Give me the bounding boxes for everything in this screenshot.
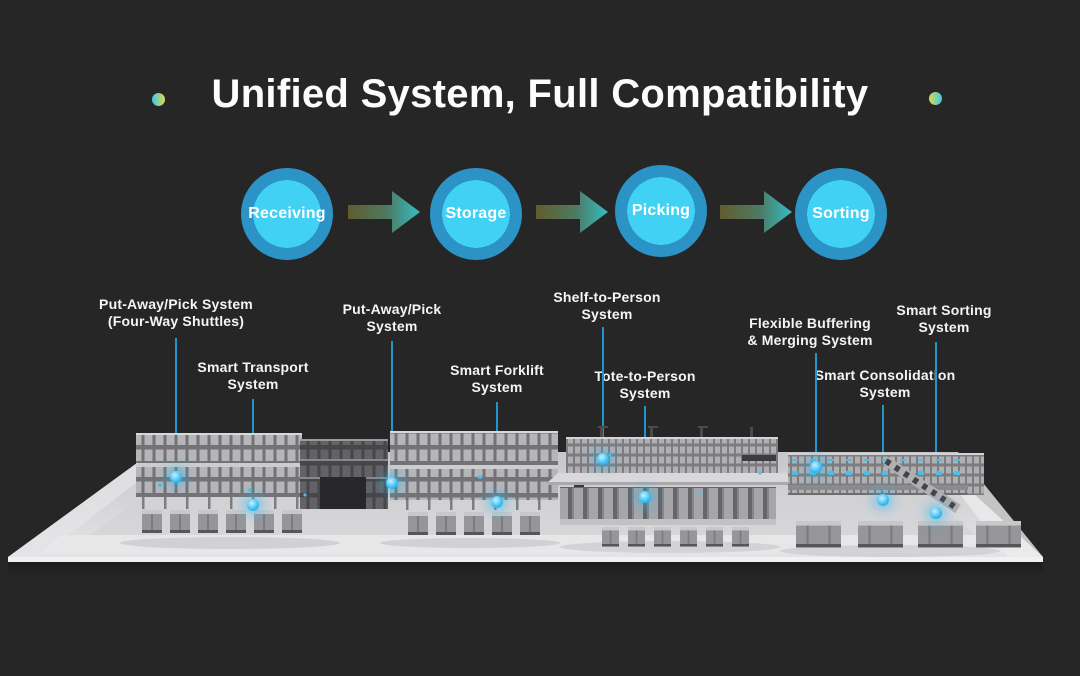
pointer-line (602, 327, 604, 459)
annotation-flexible-buffering: Flexible Buffering & Merging System (747, 315, 873, 349)
pointer-line (391, 341, 393, 483)
page-title: Unified System, Full Compatibility (211, 72, 869, 116)
pointer-line (935, 342, 937, 513)
flow-node-label: Picking (631, 202, 691, 219)
pointer-line (175, 338, 177, 477)
warehouse-3d-illustration (8, 426, 1043, 576)
flow-node-sorting: Sorting (795, 168, 887, 260)
flow-node-label: Sorting (812, 205, 870, 222)
pointer-dot-icon (247, 499, 259, 511)
flow-arrows (348, 191, 792, 233)
pointer-dot-icon (386, 477, 398, 489)
pointer-dot-icon (639, 491, 651, 503)
annotation-shelf-to-person: Shelf-to-Person System (553, 289, 661, 323)
flow-node-picking: Picking (615, 165, 707, 257)
annotation-smart-transport: Smart Transport System (197, 359, 309, 393)
annotation-smart-consolidation: Smart Consolidation System (814, 367, 956, 401)
pointer-dot-icon (810, 461, 822, 473)
pointer-dot-icon (491, 496, 503, 508)
annotation-tote-to-person: Tote-to-Person System (594, 368, 696, 402)
flow-node-receiving: Receiving (241, 168, 333, 260)
flow-node-storage: Storage (430, 168, 522, 260)
flow-arrow-icon (348, 191, 420, 233)
accent-dot-left-icon (152, 93, 165, 106)
flow-node-label: Storage (445, 205, 507, 222)
pointer-dot-icon (930, 507, 942, 519)
pointer-line (815, 353, 817, 467)
annotation-smart-forklift: Smart Forklift System (450, 362, 544, 396)
pointer-dot-icon (877, 494, 889, 506)
flow-arrow-icon (536, 191, 608, 233)
flow-node-label: Receiving (248, 205, 326, 222)
annotation-putaway-pick-shuttles: Put-Away/Pick System (Four-Way Shuttles) (99, 296, 253, 330)
annotation-putaway-pick: Put-Away/Pick System (342, 301, 442, 335)
annotation-smart-sorting: Smart Sorting System (896, 302, 992, 336)
pointer-dot-icon (170, 471, 182, 483)
flow-arrow-icon (720, 191, 792, 233)
accent-dot-right-icon (929, 92, 942, 105)
pointer-dot-icon (597, 453, 609, 465)
